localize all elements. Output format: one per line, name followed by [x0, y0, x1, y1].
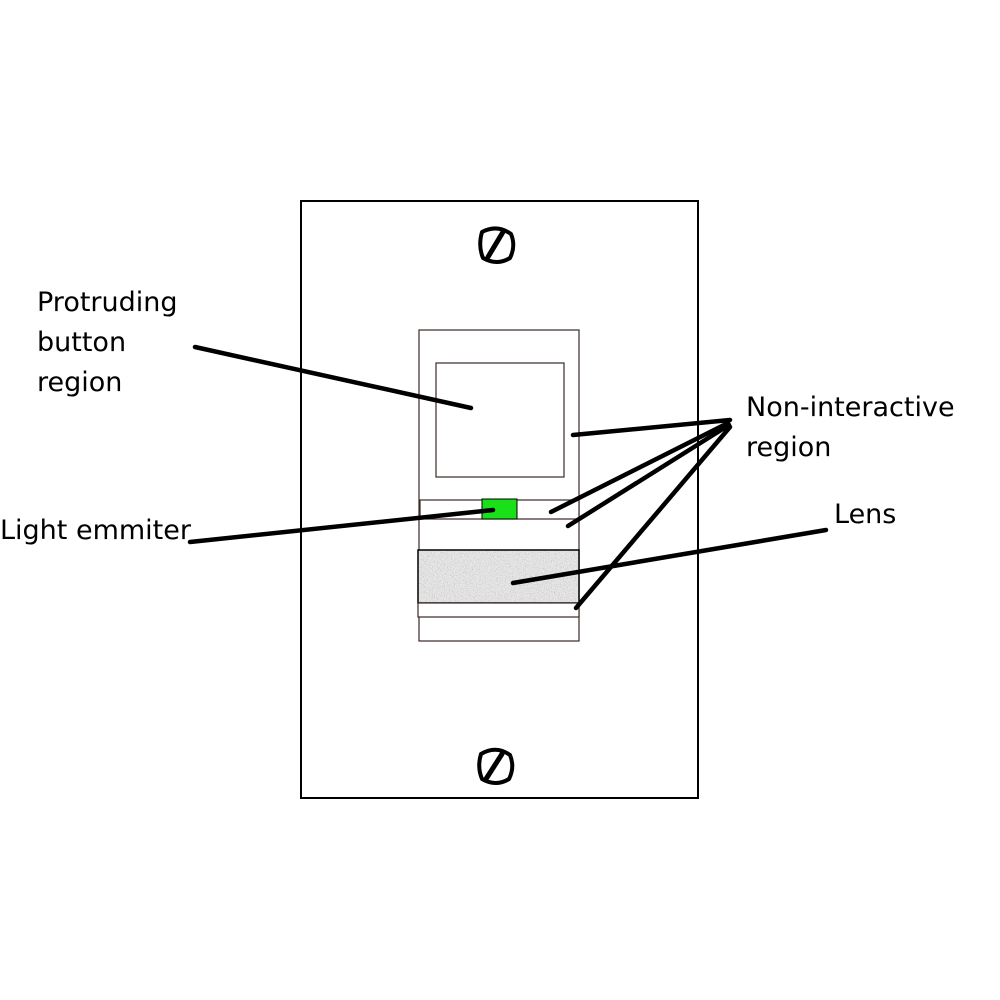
label-lens-text: Lens — [834, 499, 897, 530]
label-protruding-button-line-3: region — [37, 367, 123, 398]
callout-line-lens — [510, 527, 829, 586]
label-non-interactive: Non-interactive region — [746, 388, 955, 468]
bottom-screw-icon — [477, 747, 515, 785]
label-light-emitter: Light emmiter — [0, 511, 191, 551]
label-non-interactive-line-1: Non-interactive — [746, 392, 955, 423]
top-screw-icon — [478, 226, 516, 264]
callout-line-button — [192, 344, 474, 411]
callout-line-noninteractive-2 — [548, 420, 731, 515]
label-protruding-button-line-1: Protruding — [37, 287, 178, 318]
label-protruding-button-line-2: button — [37, 327, 127, 358]
callout-line-noninteractive-1 — [570, 417, 733, 438]
callout-line-noninteractive-4 — [573, 424, 733, 611]
label-light-emitter-text: Light emmiter — [0, 515, 191, 546]
callout-line-light-emitter — [187, 507, 496, 545]
protruding-button[interactable] — [435, 362, 565, 478]
label-lens: Lens — [834, 495, 896, 535]
label-protruding-button: Protruding button region — [37, 283, 178, 403]
callout-line-noninteractive-3 — [565, 422, 732, 529]
lower-strip — [417, 602, 580, 618]
label-non-interactive-line-2: region — [746, 432, 832, 463]
